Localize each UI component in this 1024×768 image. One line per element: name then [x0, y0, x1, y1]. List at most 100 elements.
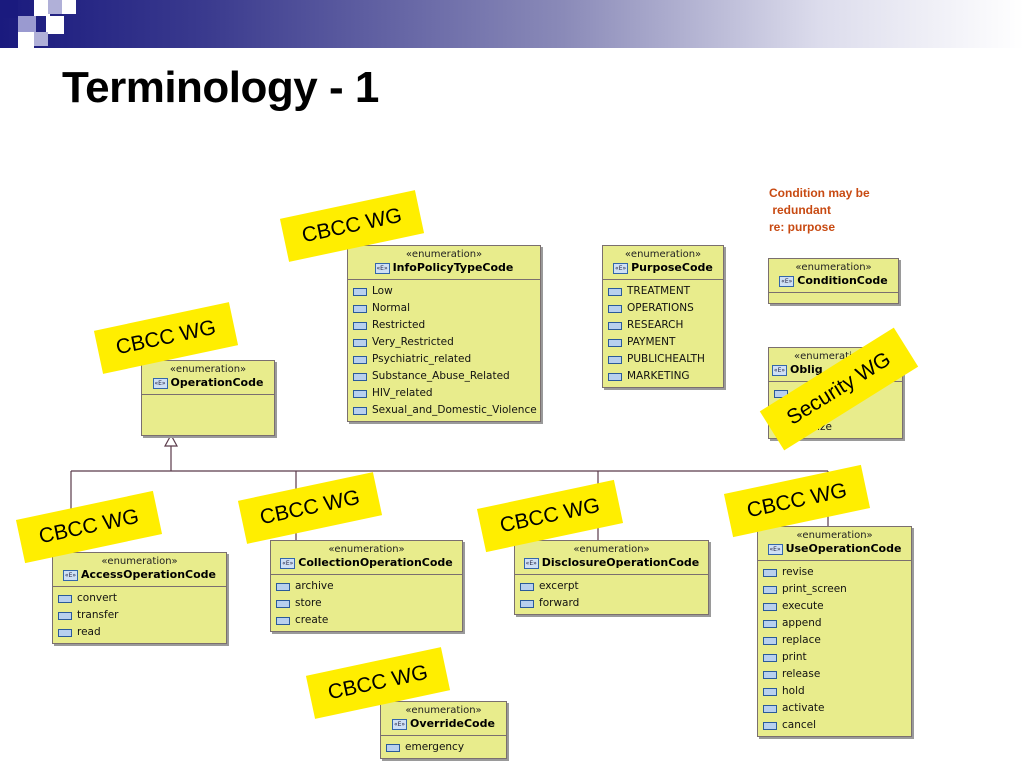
class-name: ConditionCode — [797, 274, 888, 287]
literal-icon — [608, 287, 622, 296]
enum-literal: print — [763, 649, 907, 666]
enum-literal: Substance_Abuse_Related — [353, 368, 536, 385]
literal-icon — [353, 287, 367, 296]
stereotype-label: «enumeration» — [624, 249, 702, 260]
literal-icon — [763, 653, 777, 662]
class-name: DisclosureOperationCode — [541, 556, 700, 569]
enumeration-icon: «E» — [374, 262, 390, 274]
class-name: CollectionOperationCode — [298, 556, 453, 569]
class-use-operation-code[interactable]: «enumeration» «E»UseOperationCode revise… — [757, 526, 912, 737]
literal-icon — [353, 304, 367, 313]
enum-literal: transfer — [58, 607, 222, 624]
literal-icon — [763, 721, 777, 730]
enum-literal: hold — [763, 683, 907, 700]
literal-icon — [763, 670, 777, 679]
literal-icon — [353, 406, 367, 415]
decor-square — [34, 32, 48, 46]
literal-icon — [58, 611, 72, 620]
decor-square — [46, 16, 64, 34]
decor-square — [62, 0, 76, 14]
enumeration-icon: «E» — [613, 262, 629, 274]
literal-icon — [763, 585, 777, 594]
enum-literal: RESEARCH — [608, 317, 719, 334]
decor-square — [18, 16, 36, 34]
enumeration-icon: «E» — [392, 718, 408, 730]
enum-literal: replace — [763, 632, 907, 649]
enum-literal: append — [763, 615, 907, 632]
enum-literal: archive — [276, 578, 458, 595]
stereotype-label: «enumeration» — [328, 544, 405, 555]
enum-literal: create — [276, 612, 458, 629]
stereotype-label: «enumeration» — [573, 544, 650, 555]
literal-icon — [386, 743, 400, 752]
header-gradient-bar — [0, 0, 1024, 48]
decor-square — [48, 0, 62, 14]
class-name: PurposeCode — [631, 261, 713, 274]
enumeration-icon: «E» — [772, 364, 787, 376]
stereotype-label: «enumeration» — [796, 530, 873, 541]
class-access-operation-code[interactable]: «enumeration» «E»AccessOperationCode con… — [52, 552, 227, 644]
class-override-code[interactable]: «enumeration» «E»OverrideCode emergency — [380, 701, 507, 759]
enum-literal: store — [276, 595, 458, 612]
generalization-arrowhead — [163, 433, 179, 447]
enumeration-icon: «E» — [767, 543, 783, 555]
class-condition-code[interactable]: «enumeration» «E»ConditionCode — [768, 258, 899, 304]
stereotype-label: «enumeration» — [101, 556, 178, 567]
literal-icon — [353, 372, 367, 381]
literal-icon — [276, 582, 290, 591]
class-name: InfoPolicyTypeCode — [392, 261, 514, 274]
literal-icon — [763, 602, 777, 611]
literal-icon — [763, 636, 777, 645]
enum-literal: revise — [763, 564, 907, 581]
class-purpose-code[interactable]: «enumeration» «E»PurposeCode TREATMENT O… — [602, 245, 724, 388]
class-info-policy-type-code[interactable]: «enumeration» «E»InfoPolicyTypeCode Low … — [347, 245, 541, 422]
literal-icon — [608, 355, 622, 364]
stereotype-label: «enumeration» — [794, 351, 871, 362]
enum-literal: excerpt — [520, 578, 704, 595]
literal-icon — [276, 616, 290, 625]
enum-literal: Normal — [353, 300, 536, 317]
enum-literal: forward — [520, 595, 704, 612]
enumeration-icon: «E» — [152, 377, 168, 389]
literal-icon — [763, 687, 777, 696]
slide-title: Terminology - 1 — [62, 63, 379, 112]
class-name: AccessOperationCode — [80, 568, 217, 581]
literal-icon — [353, 389, 367, 398]
literal-icon — [608, 372, 622, 381]
enum-literal: PUBLICHEALTH — [608, 351, 719, 368]
enum-literal: read — [58, 624, 222, 641]
enum-literal: print_screen — [763, 581, 907, 598]
stereotype-label: «enumeration» — [405, 249, 483, 260]
enum-literal: convert — [58, 590, 222, 607]
literal-icon — [763, 568, 777, 577]
literal-icon — [276, 599, 290, 608]
enum-literal: OPERATIONS — [608, 300, 719, 317]
class-collection-operation-code[interactable]: «enumeration» «E»CollectionOperationCode… — [270, 540, 463, 632]
decor-square — [34, 0, 50, 16]
condition-note: Condition may be redundant re: purpose — [769, 186, 870, 234]
enum-literal: emergency — [386, 739, 502, 756]
enum-literal: Low — [353, 283, 536, 300]
enumeration-icon: «E» — [62, 569, 78, 581]
enum-literal: MARKETING — [608, 368, 719, 385]
enum-literal: Sexual_and_Domestic_Violence — [353, 402, 537, 419]
literal-icon — [763, 619, 777, 628]
class-disclosure-operation-code[interactable]: «enumeration» «E»DisclosureOperationCode… — [514, 540, 709, 615]
enumeration-icon: «E» — [779, 275, 795, 287]
stereotype-label: «enumeration» — [795, 262, 872, 273]
enum-literal: Very_Restricted — [353, 334, 536, 351]
class-operation-code[interactable]: «enumeration» «E»OperationCode — [141, 360, 275, 436]
enumeration-icon: «E» — [280, 557, 296, 569]
literal-icon — [353, 355, 367, 364]
literal-icon — [763, 704, 777, 713]
literal-icon — [608, 338, 622, 347]
literal-icon — [520, 599, 534, 608]
class-name: UseOperationCode — [785, 542, 902, 555]
enum-literal: cancel — [763, 717, 907, 734]
decor-square — [0, 0, 18, 18]
enum-literal: activate — [763, 700, 907, 717]
decor-square — [18, 32, 34, 48]
stereotype-label: «enumeration» — [169, 364, 247, 375]
enum-literal: release — [763, 666, 907, 683]
enum-literal: Restricted — [353, 317, 536, 334]
